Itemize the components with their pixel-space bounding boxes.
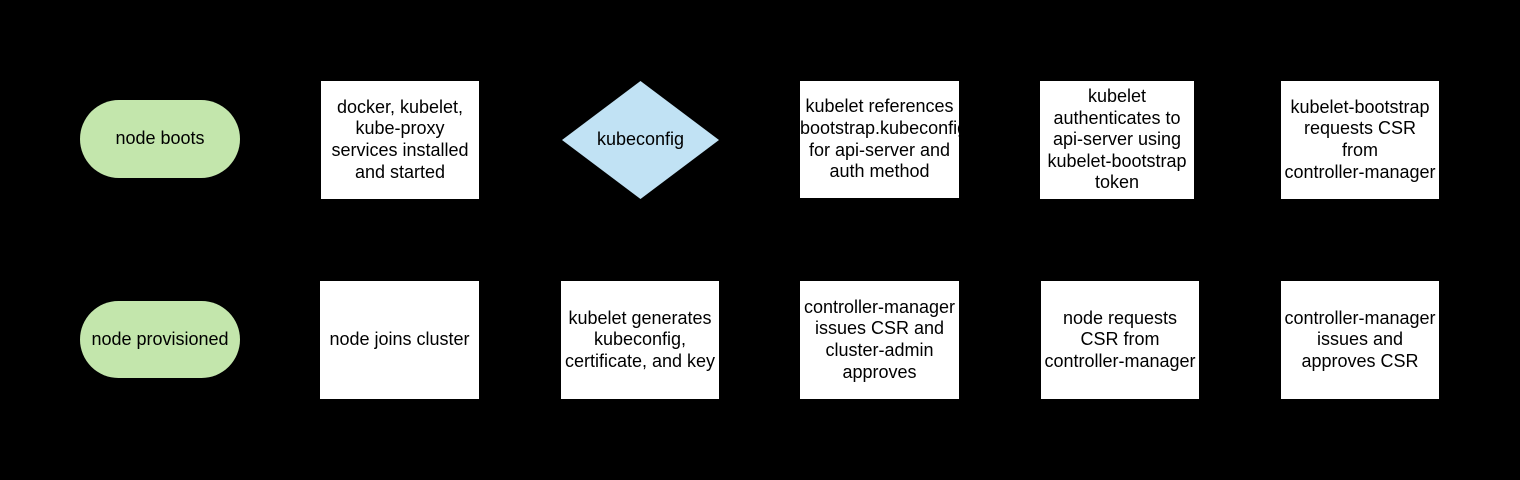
- node-label: kubelet generates kubeconfig, certificat…: [564, 307, 716, 371]
- node-label: kubelet-bootstrap requests CSR from cont…: [1284, 96, 1436, 182]
- node-label: node provisioned: [91, 328, 229, 349]
- process-node-joins-cluster: node joins cluster: [320, 281, 479, 399]
- process-kubelet-authenticates: kubelet authenticates to api-server usin…: [1040, 81, 1194, 199]
- decision-kubeconfig: kubeconfig: [562, 81, 719, 199]
- node-label: kubelet authenticates to api-server usin…: [1047, 86, 1187, 193]
- end-node-provisioned: node provisioned: [80, 301, 240, 378]
- node-label: controller-manager issues and approves C…: [1284, 307, 1436, 371]
- process-node-requests-csr: node requests CSR from controller-manage…: [1041, 281, 1199, 399]
- process-controller-manager-issues-approves-csr: controller-manager issues and approves C…: [1281, 281, 1439, 399]
- node-label: node boots: [115, 128, 205, 149]
- node-label: kubelet references bootstrap.kubeconfig …: [800, 96, 959, 182]
- node-label: node requests CSR from controller-manage…: [1044, 307, 1196, 371]
- node-label: docker, kubelet, kube-proxy services ins…: [331, 96, 469, 182]
- node-label: kubeconfig: [596, 129, 685, 150]
- node-label: node joins cluster: [329, 329, 470, 350]
- process-kubelet-generates-kubeconfig: kubelet generates kubeconfig, certificat…: [561, 281, 719, 399]
- process-kubelet-bootstrap-requests-csr: kubelet-bootstrap requests CSR from cont…: [1281, 81, 1439, 199]
- node-label: controller-manager issues CSR and cluste…: [803, 296, 956, 382]
- start-node-boots: node boots: [80, 100, 240, 178]
- process-services-installed: docker, kubelet, kube-proxy services ins…: [321, 81, 479, 199]
- process-controller-manager-issues-csr: controller-manager issues CSR and cluste…: [800, 281, 959, 399]
- process-kubelet-references-bootstrap-kubeconfig: kubelet references bootstrap.kubeconfig …: [800, 81, 959, 198]
